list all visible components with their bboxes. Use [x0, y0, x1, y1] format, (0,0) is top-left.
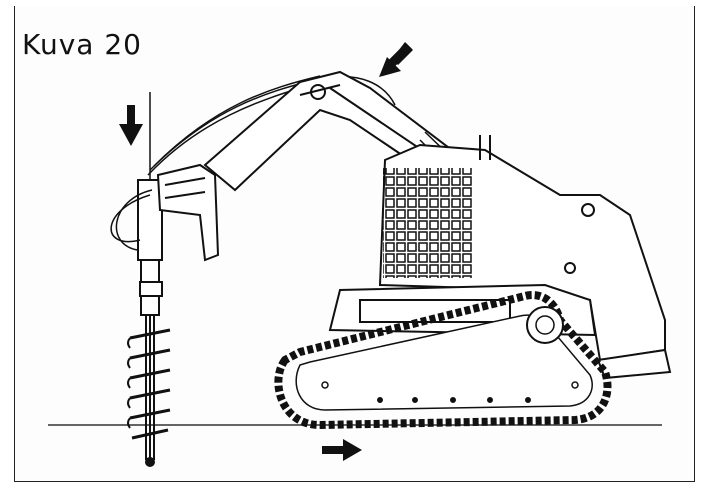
arrow-right-icon [322, 439, 362, 461]
arrow-diagonal-icon [379, 42, 413, 77]
crawler-track [274, 291, 612, 430]
arrow-down-icon [119, 105, 143, 146]
figure-caption: Kuva 20 [22, 28, 142, 61]
machine-body [378, 135, 672, 380]
attachment-mount [156, 163, 220, 262]
auger [127, 92, 171, 467]
